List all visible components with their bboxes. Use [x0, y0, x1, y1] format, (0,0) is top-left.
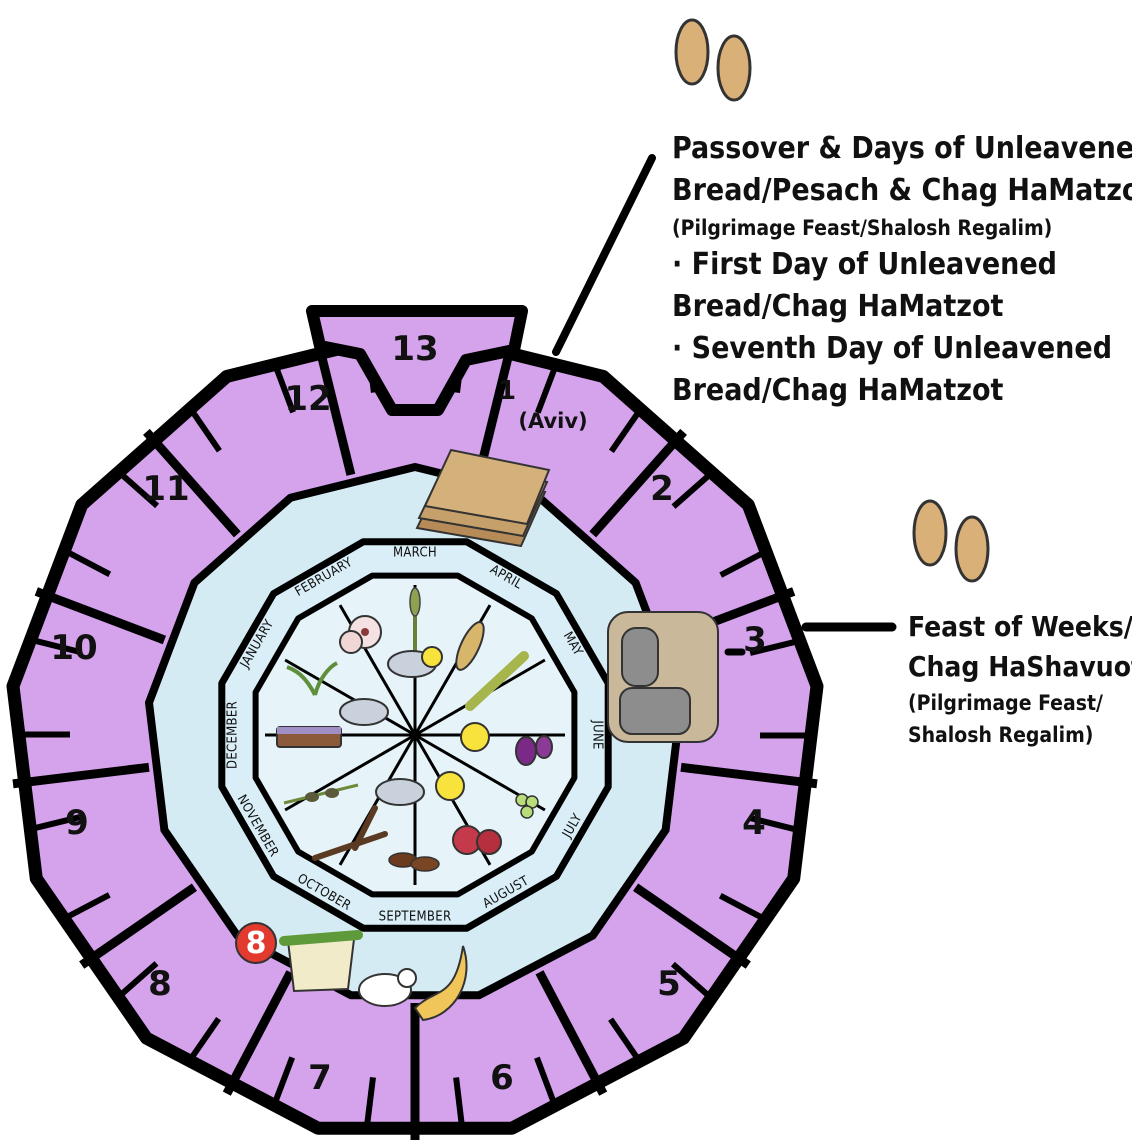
sun-icon [422, 647, 442, 667]
sun-icon-2 [461, 723, 489, 751]
month-7-label: 7 [308, 1058, 332, 1098]
aviv-label: (Aviv) [518, 409, 587, 433]
gregorian-month-september: SEPTEMBER [379, 910, 452, 925]
gregorian-month-june: JUNE [590, 719, 605, 749]
weeks-title-line2: Chag HaShavuot [908, 647, 1132, 687]
month-6-label: 6 [490, 1058, 514, 1098]
month-5-label: 5 [657, 964, 681, 1004]
weeks-subtitle-line1: (Pilgrimage Feast/ [908, 687, 1132, 719]
pomegranate-icon [453, 826, 501, 854]
month-8-label: 8 [148, 964, 172, 1004]
month-12-label: 12 [284, 379, 331, 419]
sun-icon-3 [436, 772, 464, 800]
footprints-icon [676, 20, 750, 100]
seven-badge: 8 [236, 923, 276, 963]
weeks-subtitle-line2: Shalosh Regalim) [908, 719, 1132, 751]
stone-tablets-icon [608, 612, 718, 742]
passover-title-line2: Bread/Pesach & Chag HaMatzot [672, 170, 1132, 212]
sukkah-branches-icon [284, 935, 358, 991]
passover-item1-line1: · First Day of Unleavened [672, 244, 1132, 286]
passover-label: Passover & Days of Unleavened Bread/Pesa… [672, 128, 1132, 412]
gregorian-month-march: MARCH [393, 546, 437, 561]
passover-leader-line [556, 158, 652, 352]
month-1-label: 1 [498, 376, 516, 406]
month-11-label: 11 [142, 469, 189, 509]
month-3-label: 3 [743, 620, 767, 660]
passover-subtitle: (Pilgrimage Feast/Shalosh Regalim) [672, 212, 1132, 244]
month-13-label: 13 [391, 329, 438, 369]
rain-cloud-icon-2 [340, 699, 388, 725]
month-10-label: 10 [50, 628, 97, 668]
footprints-icon-2 [914, 501, 988, 581]
month-2-label: 2 [650, 469, 674, 509]
passover-item1-line2: Bread/Chag HaMatzot [672, 286, 1132, 328]
flax-icon [277, 727, 341, 747]
seven-badge-label: 8 [246, 926, 267, 961]
passover-title-line1: Passover & Days of Unleavened [672, 128, 1132, 170]
passover-item2-line2: Bread/Chag HaMatzot [672, 370, 1132, 412]
passover-item2-line1: · Seventh Day of Unleavened [672, 328, 1132, 370]
rain-cloud-icon-3 [376, 779, 424, 805]
weeks-title-line1: Feast of Weeks/ [908, 607, 1132, 647]
weeks-label: Feast of Weeks/ Chag HaShavuot (Pilgrima… [908, 607, 1132, 751]
month-4-label: 4 [742, 803, 766, 843]
gregorian-month-december: DECEMBER [226, 701, 241, 769]
month-9-label: 9 [65, 803, 89, 843]
